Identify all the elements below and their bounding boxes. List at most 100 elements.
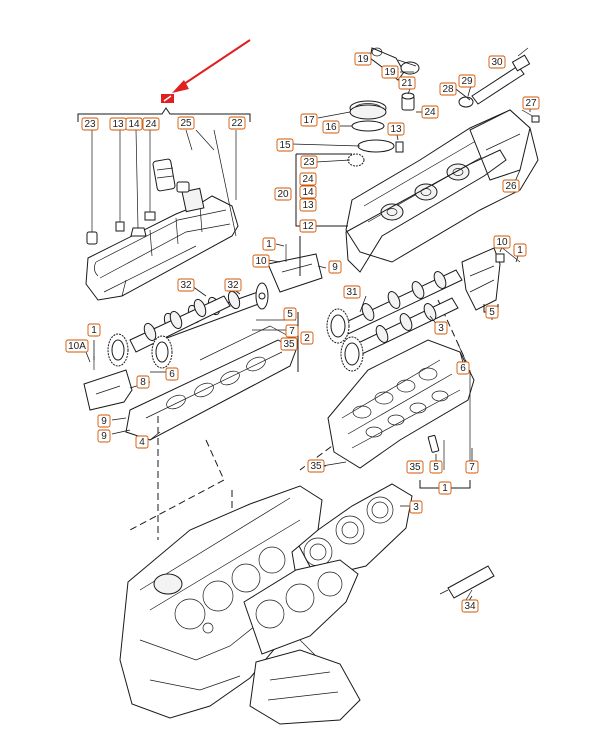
callout-box <box>283 307 297 321</box>
callout-number: 1 <box>91 325 97 336</box>
sealant-tube <box>439 565 495 601</box>
alignment-line <box>129 439 225 531</box>
callout-2: 2 <box>300 331 314 345</box>
left-bracket <box>77 107 251 122</box>
callout-number: 24 <box>424 107 436 118</box>
callout-number: 10 <box>255 256 267 267</box>
callout-number: 35 <box>310 461 322 472</box>
callout-box <box>322 120 340 134</box>
stud-5b <box>427 434 440 453</box>
plug-21 <box>401 92 415 111</box>
callout-35: 35 <box>280 337 298 351</box>
callout-box <box>438 481 452 495</box>
right-cam-sprocket-2 <box>340 336 364 372</box>
callout-box <box>409 500 423 514</box>
callout-box <box>434 321 448 335</box>
callout-19: 19 <box>381 65 399 79</box>
callout-number: 22 <box>231 118 243 129</box>
callout-number: 2 <box>304 333 310 344</box>
callout-box <box>97 429 111 443</box>
callout-box <box>343 285 361 299</box>
callout-27: 27 <box>522 96 540 110</box>
callout-number: 31 <box>346 287 358 298</box>
callout-number: 35 <box>283 339 295 350</box>
callout-10: 10 <box>252 254 270 268</box>
callout-30: 30 <box>488 55 506 69</box>
callout-21: 21 <box>398 76 416 90</box>
callout-24: 24 <box>421 105 439 119</box>
callout-box <box>328 260 342 274</box>
callout-box <box>307 459 325 473</box>
callout-number: 25 <box>180 118 192 129</box>
callout-number: 26 <box>505 181 517 192</box>
callout-number: 23 <box>84 119 96 130</box>
callout-box <box>458 74 476 88</box>
callout-number: 14 <box>302 187 314 198</box>
callout-box <box>285 324 299 338</box>
callout-3: 3 <box>409 500 423 514</box>
oil-cap-17 <box>349 104 387 120</box>
callout-number: 29 <box>461 76 473 87</box>
callout-number: 8 <box>140 377 146 388</box>
callout-box <box>429 460 443 474</box>
callout-9: 9 <box>97 414 111 428</box>
callout-number: 1 <box>517 245 523 256</box>
callout-box <box>522 96 540 110</box>
callout-box <box>502 179 520 193</box>
callout-14: 14 <box>299 185 317 199</box>
callout-24: 24 <box>299 172 317 186</box>
callout-box <box>252 254 270 268</box>
callout-5: 5 <box>485 305 499 319</box>
callout-number: 1 <box>442 483 448 494</box>
callout-number: 30 <box>491 57 503 68</box>
callout-16: 16 <box>322 120 340 134</box>
callout-number: 20 <box>277 189 289 200</box>
callout-number: 24 <box>302 174 314 185</box>
seal-ring-29 <box>458 96 474 108</box>
callout-number: 27 <box>525 98 537 109</box>
callout-box <box>87 323 101 337</box>
callout-box <box>165 367 179 381</box>
callout-1: 1 <box>262 237 276 251</box>
callout-box <box>81 117 99 131</box>
sensor-30 <box>471 47 531 105</box>
callout-6: 6 <box>165 367 179 381</box>
callout-28: 28 <box>439 82 457 96</box>
right-cam-sprocket-1 <box>326 308 350 344</box>
left-cylinder-head-cover <box>85 187 239 301</box>
seal-ring-15 <box>357 139 395 153</box>
callout-number: 16 <box>325 122 337 133</box>
callout-box <box>493 235 511 249</box>
callout-29: 29 <box>458 74 476 88</box>
callout-box <box>65 339 89 353</box>
callout-7: 7 <box>285 324 299 338</box>
callout-box <box>485 305 499 319</box>
callout-14: 14 <box>125 117 143 131</box>
callout-1: 1 <box>87 323 101 337</box>
callout-26: 26 <box>502 179 520 193</box>
callout-number: 28 <box>442 84 454 95</box>
callout-35: 35 <box>406 460 424 474</box>
callout-box <box>300 155 318 169</box>
callout-box <box>135 435 149 449</box>
callout-number: 7 <box>469 462 475 473</box>
callout-number: 5 <box>489 307 495 318</box>
callout-5: 5 <box>283 307 297 321</box>
callout-box <box>439 82 457 96</box>
callout-box <box>300 331 314 345</box>
callout-box <box>276 138 294 152</box>
note-marker-icon <box>161 94 174 103</box>
callout-number: 19 <box>384 67 396 78</box>
callout-10A: 10A <box>65 339 89 353</box>
callout-32: 32 <box>224 278 242 292</box>
callout-number: 10 <box>496 237 508 248</box>
left-cam-sprocket-2 <box>151 335 173 369</box>
callout-number: 32 <box>180 280 192 291</box>
callout-number: 17 <box>303 115 315 126</box>
callout-number: 9 <box>332 262 338 273</box>
right-bearing-bridge <box>461 245 521 311</box>
callout-number: 13 <box>112 119 124 130</box>
callout-13: 13 <box>299 198 317 212</box>
callout-1: 1 <box>513 243 527 257</box>
